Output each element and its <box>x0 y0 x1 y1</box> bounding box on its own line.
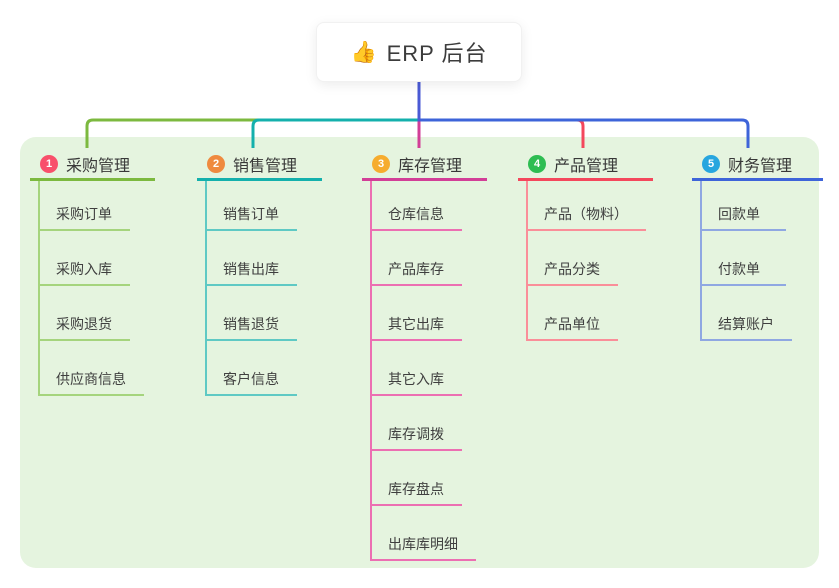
child-node-label: 产品库存 <box>388 261 444 277</box>
branch-label: 库存管理 <box>398 158 463 175</box>
branch-node-3[interactable]: 3 库存管理 <box>362 150 487 181</box>
child-node[interactable]: 付款单 <box>700 258 786 286</box>
child-node-label: 回款单 <box>718 206 760 222</box>
child-node-label: 销售出库 <box>223 261 279 277</box>
child-node-label: 库存调拨 <box>388 426 444 442</box>
branch-child-spine <box>370 181 372 561</box>
child-node[interactable]: 回款单 <box>700 203 786 231</box>
child-node[interactable]: 产品库存 <box>370 258 462 286</box>
child-node-label: 其它出库 <box>388 316 444 332</box>
branch-child-spine <box>205 181 207 396</box>
child-node-label: 其它入库 <box>388 371 444 387</box>
child-node-label: 销售订单 <box>223 206 279 222</box>
branch-number-badge: 2 <box>207 155 225 173</box>
root-node[interactable]: 👍 ERP 后台 <box>316 22 522 82</box>
child-node-label: 库存盘点 <box>388 481 444 497</box>
root-node-label: ERP 后台 <box>386 41 488 66</box>
child-node[interactable]: 供应商信息 <box>38 368 144 396</box>
branch-child-spine <box>526 181 528 341</box>
child-node[interactable]: 库存盘点 <box>370 478 462 506</box>
child-node-label: 采购退货 <box>56 316 112 332</box>
branch-number-badge: 5 <box>702 155 720 173</box>
child-node[interactable]: 产品分类 <box>526 258 618 286</box>
child-node[interactable]: 出库库明细 <box>370 533 476 561</box>
child-node[interactable]: 其它入库 <box>370 368 462 396</box>
branch-number-badge: 3 <box>372 155 390 173</box>
child-node[interactable]: 库存调拨 <box>370 423 462 451</box>
child-node[interactable]: 仓库信息 <box>370 203 462 231</box>
child-node[interactable]: 其它出库 <box>370 313 462 341</box>
branch-child-spine <box>38 181 40 396</box>
branch-node-1[interactable]: 1 采购管理 <box>30 150 155 181</box>
mindmap-canvas <box>20 137 819 568</box>
child-node-label: 仓库信息 <box>388 206 444 222</box>
child-node[interactable]: 客户信息 <box>205 368 297 396</box>
branch-number-badge: 4 <box>528 155 546 173</box>
child-node-label: 产品分类 <box>544 261 600 277</box>
child-node-label: 客户信息 <box>223 371 279 387</box>
child-node-label: 采购入库 <box>56 261 112 277</box>
child-node-label: 采购订单 <box>56 206 112 222</box>
child-node-label: 结算账户 <box>718 316 774 332</box>
child-node-label: 产品单位 <box>544 316 600 332</box>
branch-number-badge: 1 <box>40 155 58 173</box>
child-node-label: 付款单 <box>718 261 760 277</box>
child-node-label: 销售退货 <box>223 316 279 332</box>
child-node[interactable]: 采购退货 <box>38 313 130 341</box>
child-node[interactable]: 产品（物料） <box>526 203 646 231</box>
child-node[interactable]: 产品单位 <box>526 313 618 341</box>
child-node[interactable]: 销售退货 <box>205 313 297 341</box>
thumbs-up-icon: 👍 <box>350 40 377 64</box>
branch-label: 产品管理 <box>554 158 619 175</box>
child-node-label: 供应商信息 <box>56 371 126 387</box>
child-node-label: 出库库明细 <box>388 536 458 552</box>
branch-label: 采购管理 <box>66 158 131 175</box>
branch-node-5[interactable]: 5 财务管理 <box>692 150 823 181</box>
child-node[interactable]: 结算账户 <box>700 313 792 341</box>
branch-child-spine <box>700 181 702 341</box>
branch-label: 财务管理 <box>728 158 793 175</box>
child-node[interactable]: 采购订单 <box>38 203 130 231</box>
child-node[interactable]: 销售出库 <box>205 258 297 286</box>
branch-node-4[interactable]: 4 产品管理 <box>518 150 653 181</box>
branch-node-2[interactable]: 2 销售管理 <box>197 150 322 181</box>
child-node[interactable]: 销售订单 <box>205 203 297 231</box>
branch-label: 销售管理 <box>233 158 298 175</box>
child-node[interactable]: 采购入库 <box>38 258 130 286</box>
child-node-label: 产品（物料） <box>544 206 628 222</box>
